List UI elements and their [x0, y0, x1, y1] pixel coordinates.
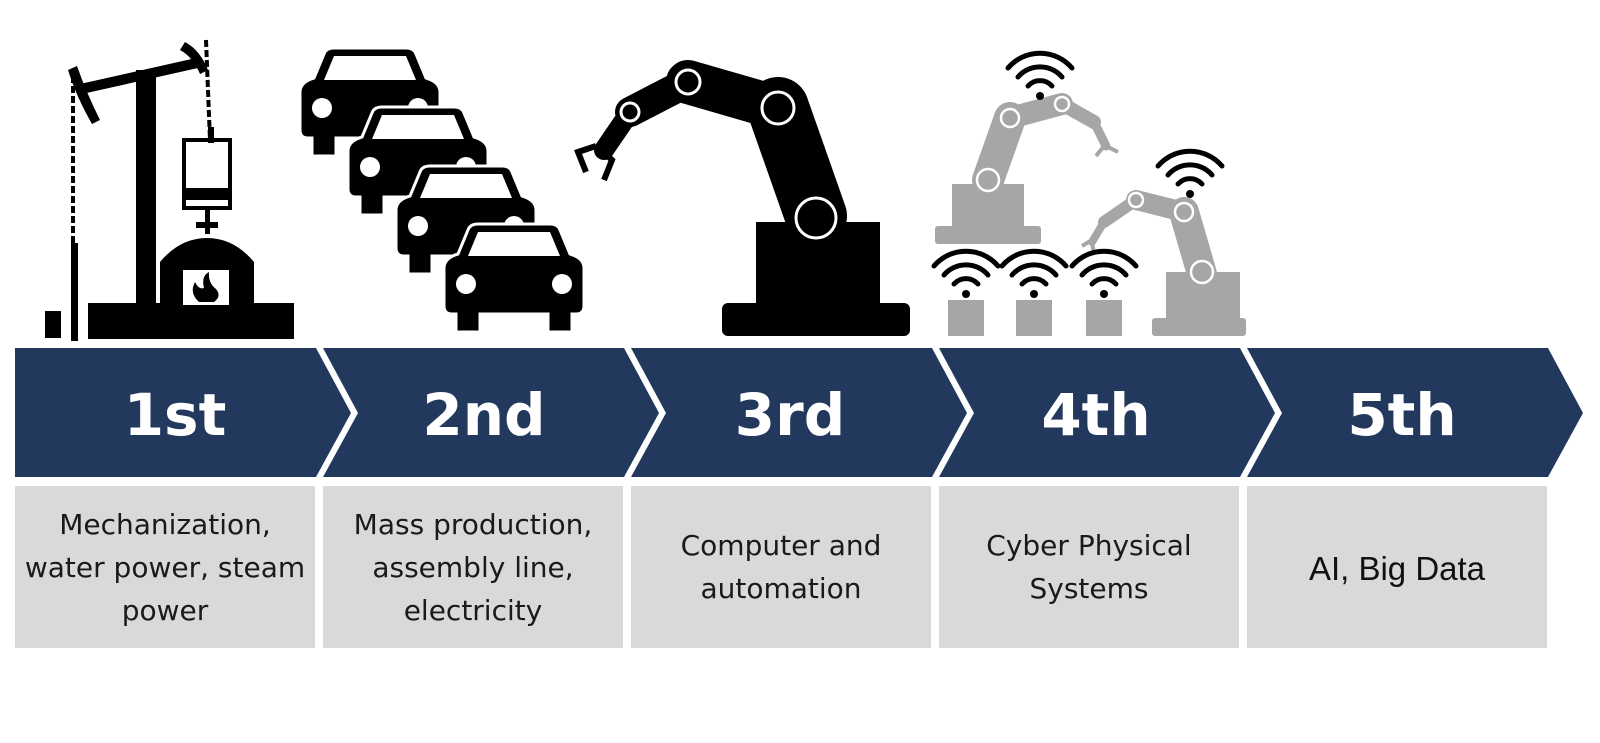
stage-box-2: [323, 486, 623, 648]
stage-description-3-line-1: Computer and: [681, 529, 882, 562]
description-row: Mechanization, water power, steam power …: [15, 486, 1547, 648]
stage-description-1-line-3: power: [122, 594, 209, 627]
robotic-arm-icon: [574, 60, 910, 336]
stage-description-2-line-2: assembly line,: [372, 551, 573, 584]
stage-chevron-3: [631, 348, 967, 477]
stage-box-5: [1247, 486, 1547, 648]
stage-chevron-2: [323, 348, 659, 477]
stage-description-3-line-2: automation: [700, 572, 861, 605]
wifi-icon: [1069, 248, 1139, 298]
wifi-icon: [999, 248, 1069, 298]
stage-chevron-4: [939, 348, 1275, 477]
wifi-icon: [1155, 148, 1225, 198]
stage-label-1: 1st: [124, 381, 227, 449]
stage-description-2-line-1: Mass production,: [354, 508, 593, 541]
stage-label-5: 5th: [1347, 381, 1456, 449]
stage-box-3: [631, 486, 931, 648]
stage-description-5-line-1: AI, Big Data: [1309, 550, 1486, 587]
stage-label-3: 3rd: [735, 381, 845, 449]
stage-chevron-5: [1247, 348, 1583, 477]
stage-label-4: 4th: [1041, 381, 1150, 449]
stage-description-2-line-3: electricity: [404, 594, 543, 627]
stage-description-4-line-2: Systems: [1030, 572, 1149, 605]
stage-description-4-line-1: Cyber Physical: [986, 529, 1191, 562]
car-assembly-line-icon: [298, 46, 586, 334]
oil-pump-steam-engine-icon: [45, 39, 294, 341]
connected-robots-icon: [931, 50, 1246, 336]
stage-description-1-line-2: water power, steam: [25, 551, 305, 584]
wifi-icon: [1005, 50, 1075, 100]
wifi-icon: [931, 248, 1001, 298]
stage-description-1-line-1: Mechanization,: [59, 508, 271, 541]
stage-chevron-1: [15, 348, 351, 477]
stage-box-4: [939, 486, 1239, 648]
chevron-band: 1st 2nd 3rd 4th 5th: [15, 348, 1583, 477]
stage-label-2: 2nd: [422, 381, 545, 449]
stage-box-1: [15, 486, 315, 648]
